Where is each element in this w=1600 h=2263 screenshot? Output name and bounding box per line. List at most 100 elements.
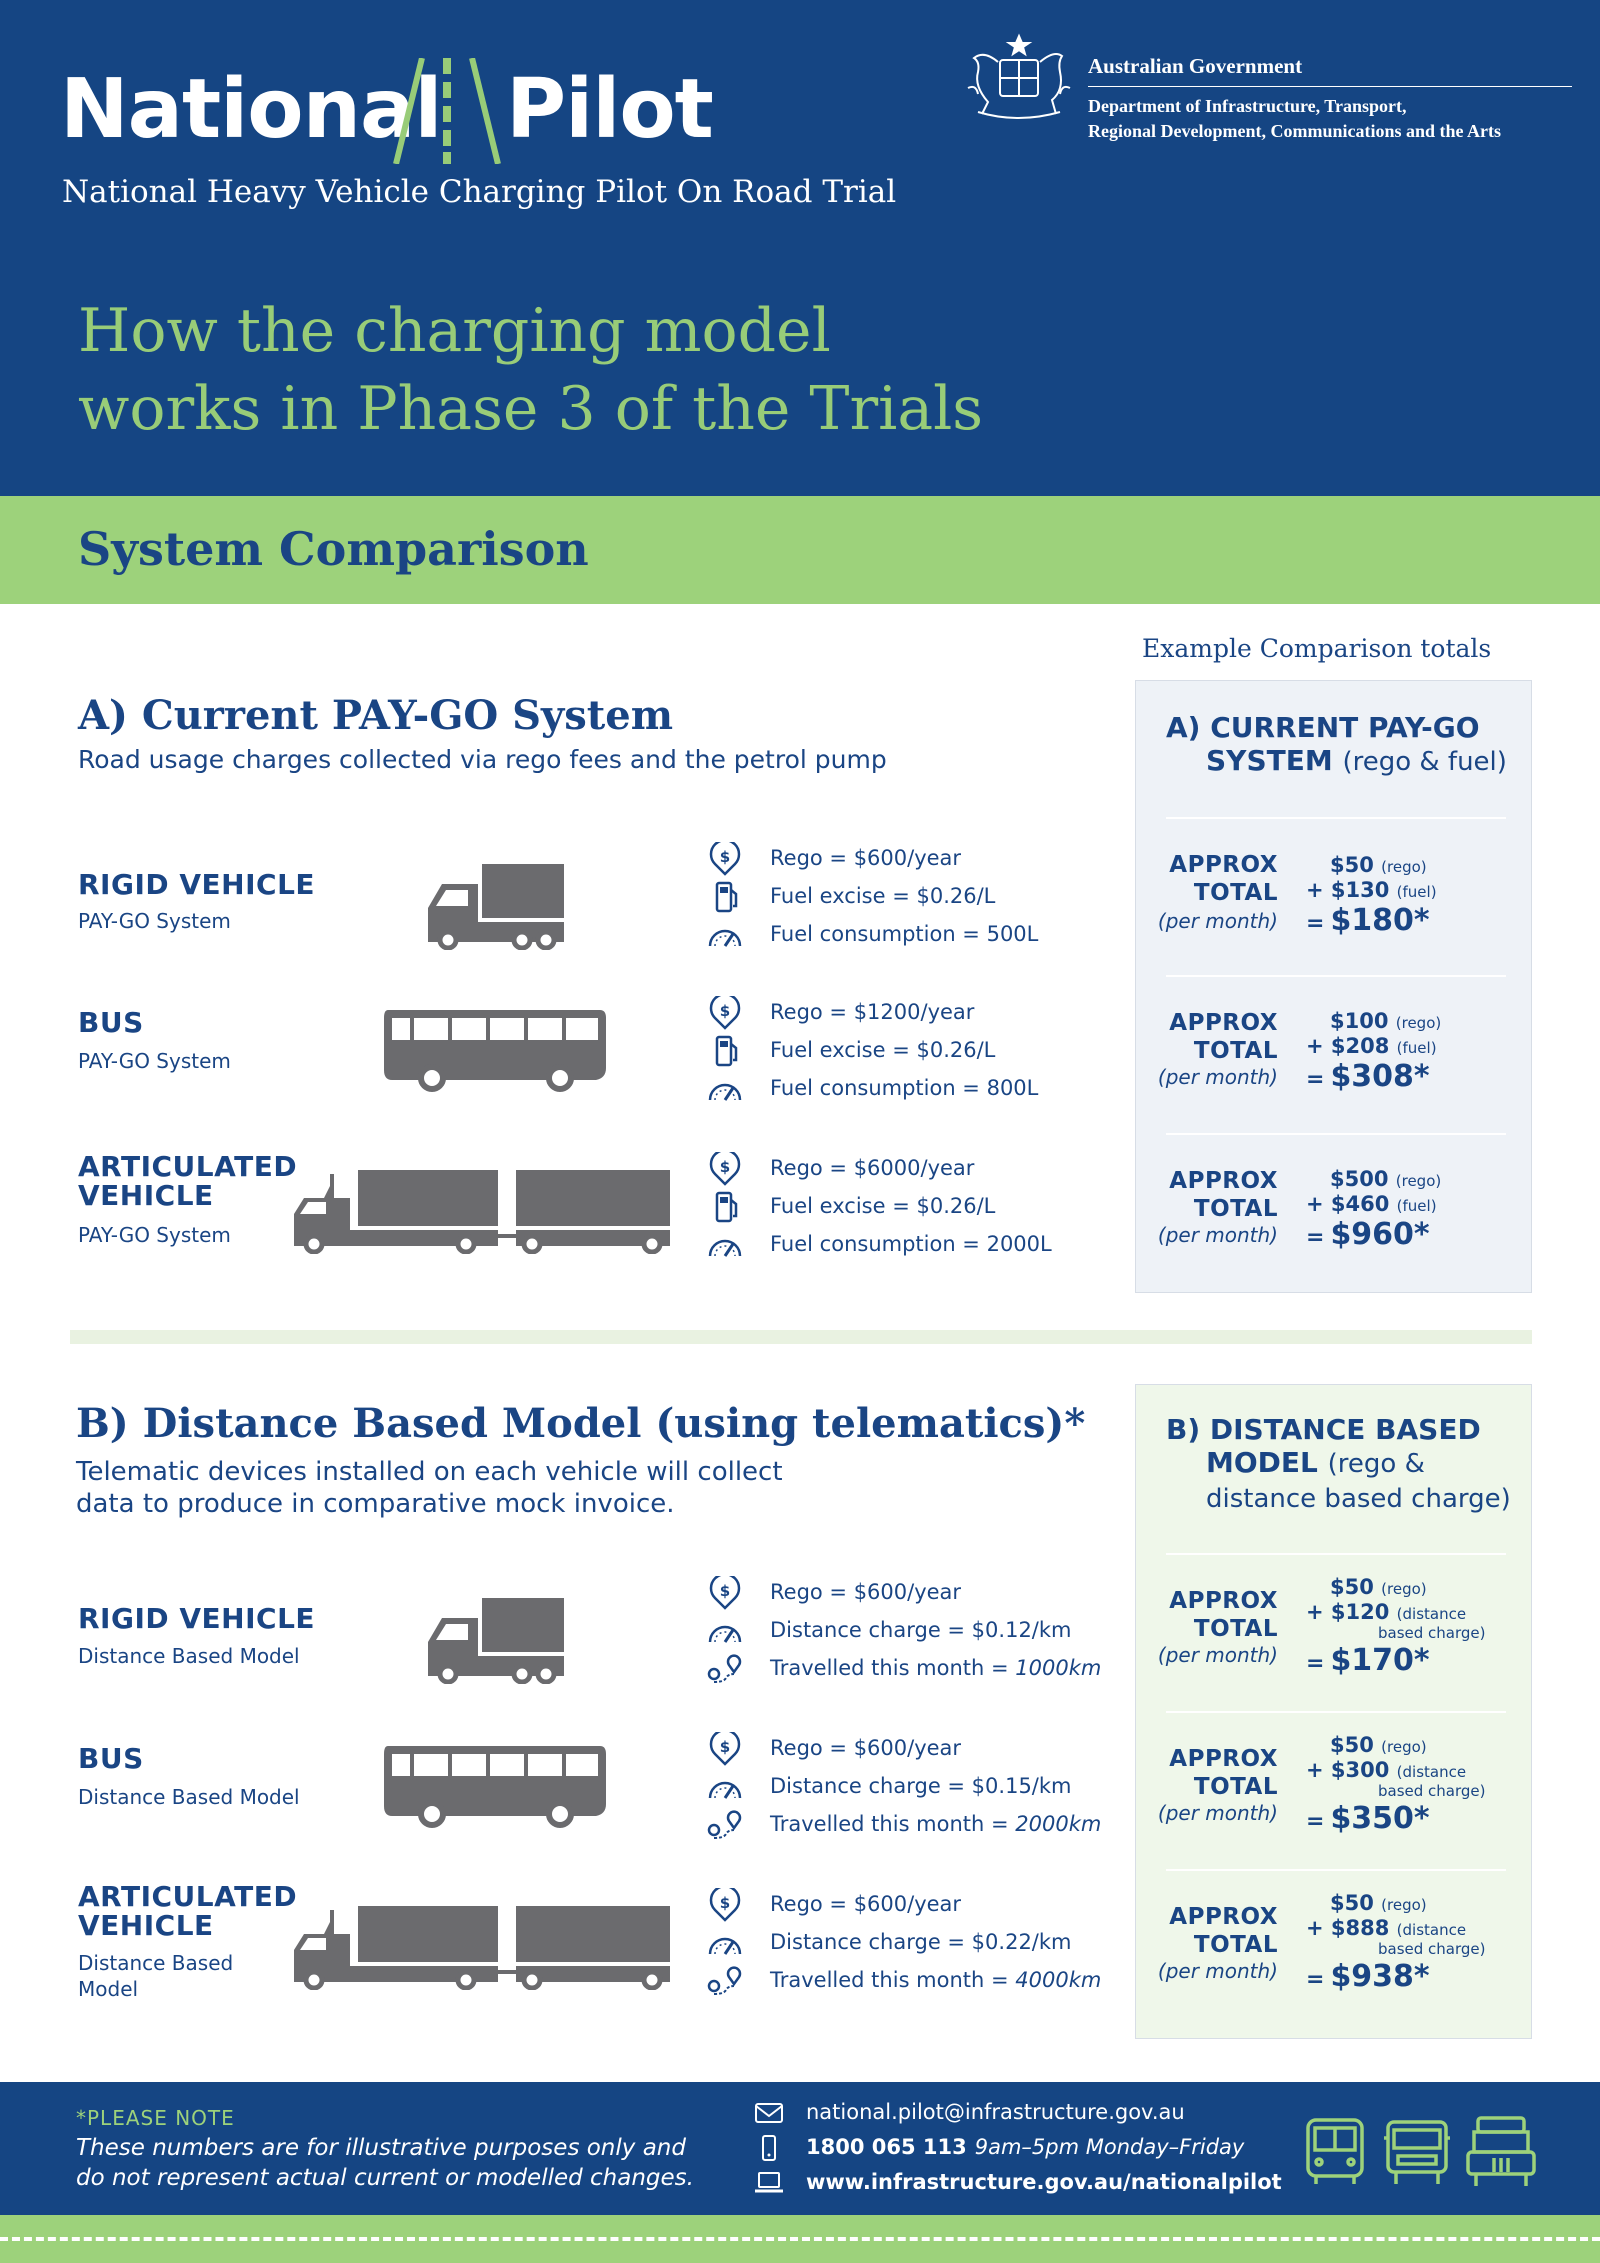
note-heading: *PLEASE NOTE	[76, 2106, 235, 2130]
svg-text:$: $	[720, 1158, 730, 1176]
fuel-tag: (fuel)	[1396, 1039, 1437, 1057]
section-b-desc-line1: Telematic devices installed on each vehi…	[76, 1457, 783, 1487]
dollar-pin-icon: $	[709, 1152, 741, 1186]
spec-row: Fuel excise = $0.26/L	[706, 880, 1126, 914]
logo-national: National	[60, 62, 442, 157]
fuel-amount-line: + $208 (fuel)	[1306, 1034, 1437, 1058]
panel-heading-line3-text: distance based charge)	[1206, 1484, 1511, 1514]
spec-text: Fuel consumption = 2000L	[770, 1232, 1052, 1256]
total-text: TOTAL	[1193, 880, 1278, 906]
vehicle-name-line2: VEHICLE	[78, 1909, 214, 1942]
spec-row: $ Rego = $600/year	[706, 842, 1126, 876]
distance-amount: + $120	[1306, 1600, 1390, 1624]
spec-row: Fuel consumption = 500L	[706, 918, 1126, 952]
distance-tag: (distance	[1396, 1921, 1467, 1939]
spec-row: Travelled this month = 4000km	[706, 1964, 1126, 1998]
distance-tag-line2: based charge)	[1378, 1782, 1486, 1800]
phone-number[interactable]: 1800 065 113	[806, 2135, 967, 2159]
coat-of-arms-icon	[967, 33, 1071, 119]
note-line1: These numbers are for illustrative purpo…	[76, 2135, 686, 2161]
total-amount: $180*	[1330, 903, 1430, 938]
spec-row: $ Rego = $600/year	[706, 1888, 1126, 1922]
section-b-title: B) Distance Based Model (using telematic…	[76, 1400, 1086, 1447]
spec-text: Travelled this month = 4000km	[770, 1968, 1101, 1992]
dollar-pin-icon: $	[709, 996, 741, 1030]
fuel-amount: + $460	[1306, 1192, 1390, 1216]
total-amount-line: =$308*	[1306, 1059, 1430, 1094]
vehicle-name-line1: ARTICULATED	[78, 1150, 298, 1183]
rego-amount-line: $50 (rego)	[1330, 1733, 1427, 1757]
route-pin-icon	[707, 1966, 742, 1995]
fuel-tag: (fuel)	[1396, 1197, 1437, 1215]
total-amount: $938*	[1330, 1959, 1430, 1994]
per-month-label: (per month)	[1157, 1959, 1278, 1983]
rego-amount: $50	[1330, 853, 1374, 877]
dollar-pin-icon: $	[709, 1576, 741, 1610]
distance-tag: (distance	[1396, 1605, 1467, 1623]
road-logo-icon	[393, 58, 501, 164]
vehicle-subtitle-line1: Distance Based	[78, 1951, 234, 1975]
note-line2: do not represent actual current or model…	[76, 2165, 694, 2191]
panel-heading-line2: SYSTEM (rego & fuel)	[1166, 744, 1507, 779]
panel-divider	[1166, 1553, 1506, 1555]
spec-text: Rego = $6000/year	[770, 1156, 975, 1180]
travelled-value: 4000km	[1015, 1968, 1102, 1992]
total-text: TOTAL	[1193, 1038, 1278, 1064]
spec-text: Distance charge = $0.12/km	[770, 1618, 1072, 1642]
vehicle-subtitle: PAY-GO System	[78, 1223, 231, 1247]
note-text: These numbers are for illustrative purpo…	[76, 2133, 694, 2193]
vehicle-name: RIGID VEHICLE	[78, 868, 316, 901]
website-url[interactable]: www.infrastructure.gov.au/nationalpilot	[806, 2170, 1282, 2194]
vehicle-name: BUS	[78, 1742, 144, 1775]
vehicle-subtitle: Distance Based Model	[78, 1785, 300, 1809]
spec-row: Fuel consumption = 800L	[706, 1072, 1126, 1106]
rego-tag: (rego)	[1381, 1738, 1427, 1756]
svg-text:$: $	[720, 1738, 730, 1756]
spec-text: Distance charge = $0.15/km	[770, 1774, 1072, 1798]
total-text: TOTAL	[1193, 1616, 1278, 1642]
spec-text: Travelled this month = 1000km	[770, 1656, 1101, 1680]
gauge-icon	[708, 1781, 742, 1799]
travelled-label: Travelled this month =	[770, 1656, 1016, 1680]
total-amount: $308*	[1330, 1059, 1430, 1094]
travelled-value: 1000km	[1015, 1656, 1102, 1680]
gov-name: Australian Government	[1088, 54, 1303, 78]
total-text: TOTAL	[1193, 1774, 1278, 1800]
truck-front-icon	[1384, 2120, 1450, 2184]
fuel-tag: (fuel)	[1396, 883, 1437, 901]
spec-row: $ Rego = $6000/year	[706, 1152, 1126, 1186]
logo-pilot: Pilot	[506, 62, 714, 157]
route-pin-icon	[707, 1654, 742, 1683]
panel-heading: A) CURRENT PAY-GO SYSTEM (rego & fuel)	[1166, 711, 1507, 779]
panel-divider	[1166, 975, 1506, 977]
spec-text: Rego = $600/year	[770, 846, 962, 870]
total-amount: $960*	[1330, 1217, 1430, 1252]
bus-front-icon	[1306, 2118, 1364, 2184]
header-subtitle: National Heavy Vehicle Charging Pilot On…	[62, 174, 897, 210]
laptop-icon	[755, 2172, 783, 2193]
spec-row: Distance charge = $0.22/km	[706, 1926, 1126, 1960]
approx-text: APPROX	[1169, 852, 1278, 878]
panel-divider	[1166, 1133, 1506, 1135]
gauge-icon	[708, 1937, 742, 1955]
approx-text: APPROX	[1169, 1904, 1278, 1930]
gauge-icon	[708, 929, 742, 947]
distance-amount-line: + $120 (distance	[1306, 1600, 1466, 1624]
phone-hours: 9am–5pm Monday–Friday	[974, 2135, 1245, 2159]
band-title: System Comparison	[78, 522, 589, 576]
panel-heading-line1: B) DISTANCE BASED	[1166, 1413, 1481, 1446]
total-amount: $350*	[1330, 1801, 1430, 1836]
panel-heading-extra: (rego & fuel)	[1342, 747, 1507, 777]
section-a-desc: Road usage charges collected via rego fe…	[78, 745, 887, 774]
approx-text: APPROX	[1169, 1746, 1278, 1772]
panel-heading-extra: (rego &	[1327, 1449, 1425, 1479]
spec-text: Travelled this month = 2000km	[770, 1812, 1101, 1836]
gov-divider	[1088, 86, 1572, 87]
website-link[interactable]: www.infrastructure.gov.au/nationalpilot	[806, 2170, 1282, 2194]
panel-distance-totals: B) DISTANCE BASED MODEL (rego & distance…	[1135, 1384, 1532, 2039]
vehicle-subtitle: Distance Based Model	[78, 1950, 233, 2002]
email-link[interactable]: national.pilot@infrastructure.gov.au	[806, 2100, 1185, 2124]
